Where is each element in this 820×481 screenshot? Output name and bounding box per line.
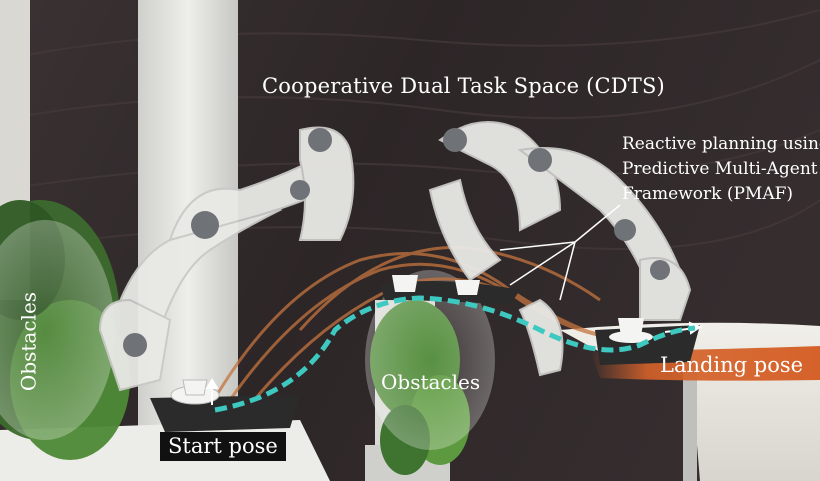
- start-pose-label: Start pose: [160, 432, 286, 462]
- landing-pose-label: Landing pose: [660, 353, 804, 377]
- obstacles-middle-label: Obstacles: [381, 370, 481, 394]
- reactive-planning-line: Reactive planning using: [622, 134, 820, 154]
- obstacles-left-label: Obstacles: [16, 291, 41, 392]
- reactive-planning-line: Predictive Multi-Agent: [622, 159, 818, 179]
- reactive-planning-line: Framework (PMAF): [622, 184, 794, 204]
- figure-title: Cooperative Dual Task Space (CDTS): [262, 74, 665, 98]
- reactive-planning-label: Reactive planning using Predictive Multi…: [622, 132, 820, 207]
